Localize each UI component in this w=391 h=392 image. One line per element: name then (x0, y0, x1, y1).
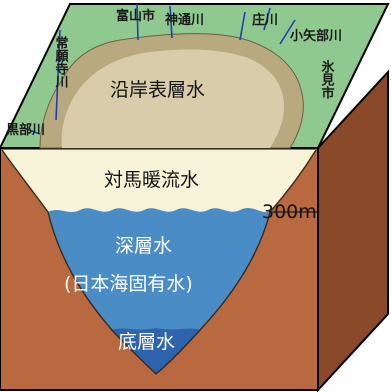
label-deep-water: 深層水 (115, 235, 172, 257)
label-japan-sea-proper-water: (日本海固有水) (64, 273, 193, 295)
deep-water-layer (48, 208, 270, 372)
label-tsushima-warm-current: 対馬暖流水 (104, 169, 199, 191)
label-jinzu-river: 神通川 (165, 12, 204, 28)
coastal-surface-water-inner (61, 49, 284, 148)
river-line (136, 3, 139, 41)
label-coastal-surface-water: 沿岸表層水 (110, 79, 205, 101)
label-depth-300m: 300m (262, 201, 317, 223)
label-joganji-river: 常願寺川 (53, 35, 70, 88)
rivers (23, 3, 296, 135)
label-bottom-water: 底層水 (118, 331, 175, 353)
label-himi-city: 氷見市 (319, 59, 336, 100)
river-line (23, 127, 41, 135)
label-kurobe-river: 黒部川 (6, 122, 45, 138)
label-toyama-city: 富山市 (116, 8, 155, 24)
label-sho-river: 庄川 (252, 12, 278, 28)
river-line (55, 29, 61, 121)
river-line (239, 11, 246, 41)
river-line (169, 5, 173, 39)
tsushima-warm-current-layer (2, 150, 316, 212)
bottom-water-layer (112, 328, 200, 374)
label-oyabe-river: 小矢部川 (290, 28, 342, 44)
river-line (279, 19, 296, 45)
river-line (263, 7, 271, 31)
trench-outline (1, 149, 317, 375)
